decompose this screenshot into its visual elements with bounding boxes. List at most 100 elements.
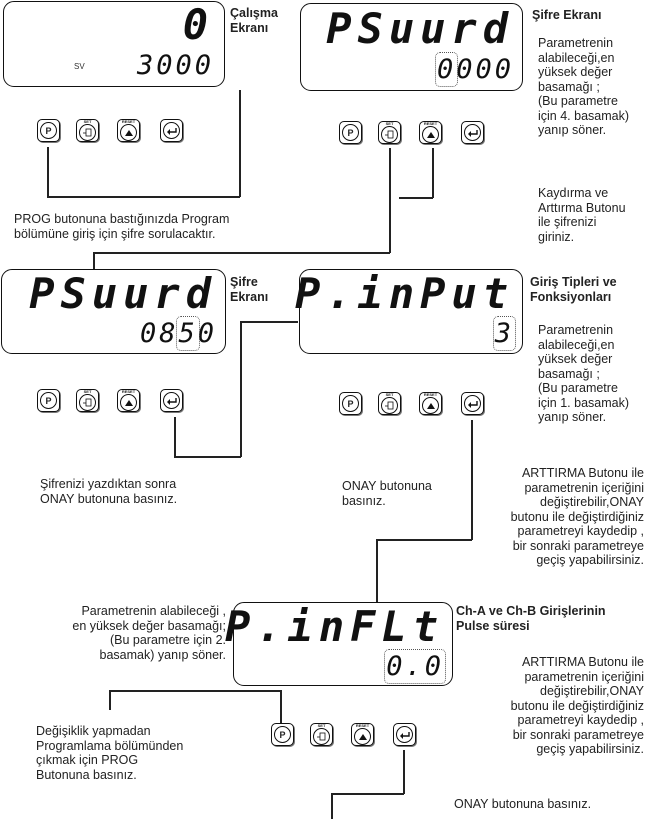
shift-icon <box>385 401 394 410</box>
text-line: ONAY butonuna basınız. <box>40 491 178 506</box>
enter-button[interactable] <box>393 723 416 746</box>
text-line: en yüksek değer basamağı; <box>72 618 226 633</box>
run-display-top: 0 <box>182 0 214 49</box>
title-line: Ch-A ve Ch-B Girişlerinin <box>456 604 606 618</box>
text-line: (Bu parametre <box>538 94 618 108</box>
up-arrow-icon <box>426 402 435 409</box>
reset-button[interactable]: RESET <box>117 389 140 412</box>
set-button[interactable]: SET <box>378 121 401 144</box>
sv-label: SV <box>74 62 85 71</box>
password-display-1-bottom: 0000 <box>434 52 514 87</box>
blinking-digit: 5 <box>176 316 200 351</box>
text-line: Değişiklik yapmadan <box>36 724 151 738</box>
text-line: basınız. <box>342 493 386 508</box>
giris-description: Parametrenin alabileceği,en yüksek değer… <box>538 323 629 425</box>
prog-button[interactable]: P <box>37 389 60 412</box>
password-display-2-bottom: 0850 <box>139 316 217 351</box>
shift-icon <box>83 398 92 407</box>
blinking-digit: 0.0 <box>384 649 446 684</box>
onay-note-1: ONAY butonuna basınız. <box>342 479 432 508</box>
up-arrow-icon <box>426 131 435 138</box>
text-line: (Bu parametre için 2. <box>109 633 226 647</box>
text-line: Parametrenin <box>538 36 614 50</box>
reset-label: RESET <box>121 119 136 124</box>
set-label: SET <box>83 119 92 124</box>
text-line: parametreyi kaydedip , <box>517 524 644 538</box>
input-display-top: P.inPut <box>294 269 514 318</box>
set-button[interactable]: SET <box>76 119 99 142</box>
onay-note-2: ONAY butonuna basınız. <box>454 797 592 811</box>
text-line: giriniz. <box>538 229 575 244</box>
up-arrow-icon <box>124 399 133 406</box>
run-display: 0 SV 3000 <box>3 1 225 87</box>
filter-display: P.inFLt 0.0 <box>225 602 453 686</box>
prog-button[interactable]: P <box>37 119 60 142</box>
text-line: çıkmak için PROG <box>36 753 139 767</box>
text-line: Şifrenizi yazdıktan sonra <box>40 477 177 491</box>
connector-line <box>109 690 111 710</box>
title-line: Şifre <box>230 275 258 289</box>
connector-line <box>280 690 282 723</box>
enter-button[interactable] <box>160 119 183 142</box>
input-display: P.inPut 3 <box>295 269 523 354</box>
connector-line <box>174 417 176 457</box>
text-line: Kaydırma ve <box>538 186 609 200</box>
set-button[interactable]: SET <box>76 389 99 412</box>
connector-line <box>47 196 240 198</box>
enter-button[interactable] <box>160 389 183 412</box>
enter-button[interactable] <box>461 392 484 415</box>
connector-line <box>376 539 472 541</box>
prog-note: PROG butonuna bastığınızda Program bölüm… <box>14 212 229 241</box>
enter-icon <box>166 397 177 405</box>
digits: 08 <box>139 318 179 349</box>
text-line: Parametrenin <box>538 323 614 337</box>
title-line: Pulse süresi <box>456 618 530 633</box>
text-line: Arttırma Butonu <box>538 200 626 215</box>
title-line: Ekranı <box>230 289 269 304</box>
prog-button[interactable]: P <box>271 723 294 746</box>
sifre-description: Parametrenin alabileceği,en yüksek değer… <box>538 36 629 138</box>
set-button[interactable]: SET <box>378 392 401 415</box>
password-display-1-top: PSuurd <box>326 4 514 53</box>
prog-label: P <box>45 395 52 406</box>
enter-button[interactable] <box>461 121 484 144</box>
text-line: parametrenin içeriğini <box>524 480 644 495</box>
text-line: ARTTIRMA Butonu ile <box>521 655 644 669</box>
sifre2-title: Şifre Ekranı <box>230 275 268 304</box>
text-line: Parametrenin alabileceği , <box>81 604 226 618</box>
connector-line <box>403 750 405 794</box>
set-button[interactable]: SET <box>310 723 333 746</box>
set-label: SET <box>385 121 394 126</box>
text-line: ile şifrenizi <box>538 215 597 229</box>
set-label: SET <box>83 389 92 394</box>
reset-label: RESET <box>423 121 438 126</box>
prog-label: P <box>347 127 354 138</box>
connector-line <box>47 147 49 197</box>
text-line: değiştirebilir,ONAY <box>540 495 644 509</box>
title-line: Çalışma <box>230 6 278 20</box>
reset-label: RESET <box>355 723 370 728</box>
enter-icon <box>467 400 478 408</box>
digits: 0 <box>197 318 217 349</box>
prog-button[interactable]: P <box>339 392 362 415</box>
text-line: ARTTIRMA Butonu ile <box>521 466 644 480</box>
text-line: yanıp söner. <box>538 410 607 424</box>
enter-icon <box>467 129 478 137</box>
connector-line <box>399 197 433 199</box>
text-line: geçiş yapabilirsiniz. <box>536 553 644 567</box>
title-line: Ekranı <box>230 20 269 35</box>
pulse-left-note: Parametrenin alabileceği , en yüksek değ… <box>30 604 226 662</box>
text-line: alabileceği,en <box>538 337 615 352</box>
text-line: basamağı ; <box>538 366 600 381</box>
up-arrow-icon <box>358 733 367 740</box>
prog-button[interactable]: P <box>339 121 362 144</box>
text-line: PROG butonuna bastığınızda Program <box>14 212 230 226</box>
calisma-title: Çalışma Ekranı <box>230 6 278 35</box>
reset-button[interactable]: RESET <box>419 392 442 415</box>
reset-button[interactable]: RESET <box>351 723 374 746</box>
text-line: basamak) yanıp söner. <box>99 647 226 662</box>
reset-button[interactable]: RESET <box>419 121 442 144</box>
password-display-2: PSuurd 0850 <box>1 269 226 354</box>
reset-button[interactable]: RESET <box>117 119 140 142</box>
text-line: için 4. basamak) <box>538 108 630 123</box>
